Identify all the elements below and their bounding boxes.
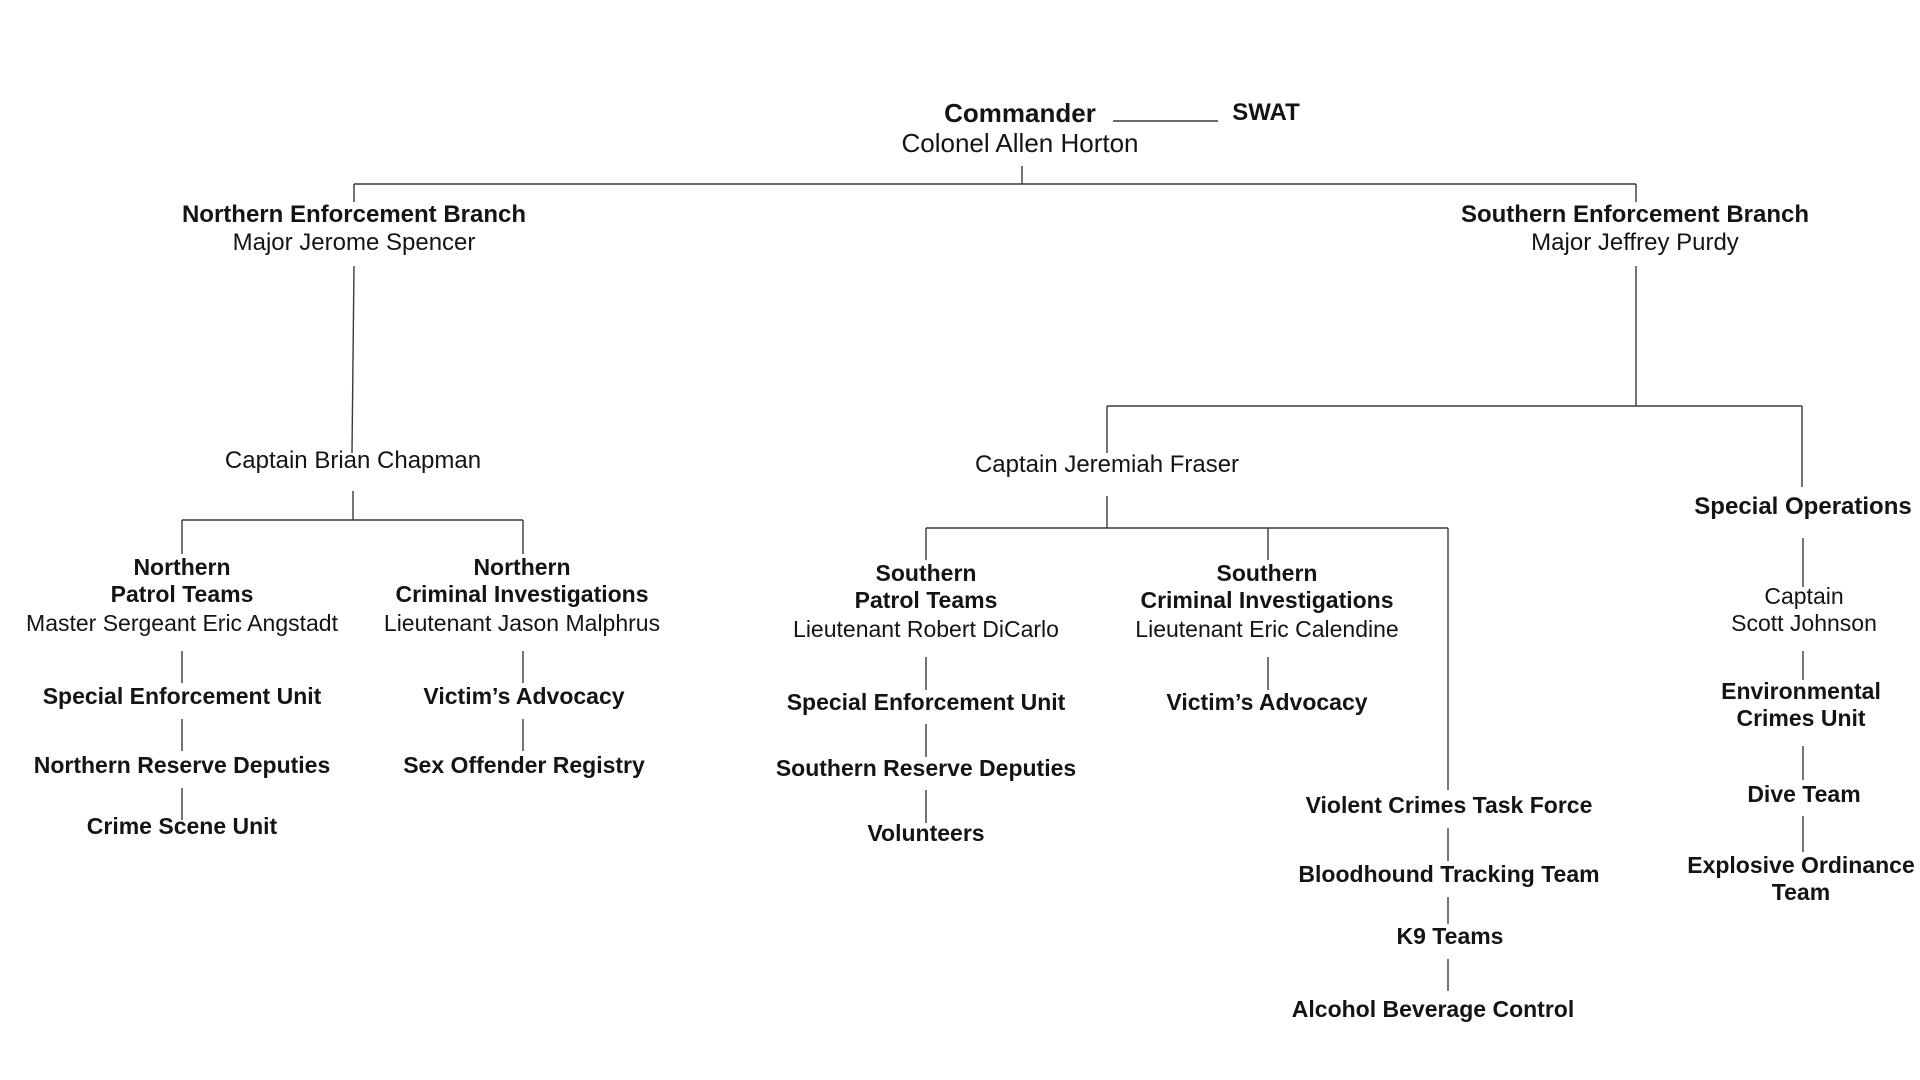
northern-branch-line-1: Major Jerome Spencer	[233, 229, 476, 256]
northern-patrol-line-0: Northern	[133, 554, 230, 580]
node-sex-offender: Sex Offender Registry	[403, 752, 645, 778]
edge-southern-branch-children	[1106, 266, 1803, 487]
south-seu-line-0: Special Enforcement Unit	[787, 689, 1066, 715]
edge-fraser-children	[925, 496, 1449, 790]
northern-cid-line-1: Criminal Investigations	[395, 581, 648, 607]
node-south-reserve: Southern Reserve Deputies	[776, 755, 1076, 781]
node-north-reserve: Northern Reserve Deputies	[34, 752, 331, 778]
node-captain-fraser: Captain Jeremiah Fraser	[975, 451, 1239, 478]
south-reserve-line-0: Southern Reserve Deputies	[776, 755, 1076, 781]
node-crime-scene: Crime Scene Unit	[87, 813, 278, 839]
dive-line-0: Dive Team	[1747, 781, 1860, 807]
environmental-line-0: Environmental	[1721, 678, 1881, 704]
node-north-victims: Victim’s Advocacy	[423, 683, 624, 709]
alcohol-line-0: Alcohol Beverage Control	[1292, 996, 1574, 1022]
southern-cid-line-1: Criminal Investigations	[1140, 587, 1393, 613]
north-victims-line-0: Victim’s Advocacy	[423, 683, 624, 709]
node-south-victims: Victim’s Advocacy	[1166, 689, 1367, 715]
captain-chapman-line-0: Captain Brian Chapman	[225, 447, 481, 474]
node-special-operations: Special Operations	[1694, 493, 1911, 520]
northern-cid-line-0: Northern	[473, 554, 570, 580]
northern-patrol-line-1: Patrol Teams	[111, 581, 254, 607]
node-bloodhound: Bloodhound Tracking Team	[1298, 861, 1599, 887]
edge-chapman-children	[181, 491, 524, 554]
northern-patrol-line-2: Master Sergeant Eric Angstadt	[26, 610, 339, 636]
violent-crimes-line-0: Violent Crimes Task Force	[1306, 792, 1593, 818]
node-k9: K9 Teams	[1397, 923, 1504, 949]
southern-patrol-line-1: Patrol Teams	[855, 587, 998, 613]
node-south-seu: Special Enforcement Unit	[787, 689, 1066, 715]
volunteers-line-0: Volunteers	[867, 820, 984, 846]
southern-patrol-line-0: Southern	[876, 560, 977, 586]
swat-line-0: SWAT	[1232, 99, 1300, 126]
captain-johnson-line-0: Captain	[1764, 583, 1843, 609]
explosive-line-0: Explosive Ordinance	[1687, 852, 1915, 878]
south-victims-line-0: Victim’s Advocacy	[1166, 689, 1367, 715]
environmental-line-1: Crimes Unit	[1736, 705, 1865, 731]
node-north-seu: Special Enforcement Unit	[43, 683, 322, 709]
edge-commander-branches	[353, 166, 1637, 202]
southern-cid-line-2: Lieutenant Eric Calendine	[1135, 616, 1398, 642]
node-violent-crimes: Violent Crimes Task Force	[1306, 792, 1593, 818]
commander-line-0: Commander	[944, 98, 1096, 128]
node-alcohol: Alcohol Beverage Control	[1292, 996, 1574, 1022]
sex-offender-line-0: Sex Offender Registry	[403, 752, 645, 778]
north-reserve-line-0: Northern Reserve Deputies	[34, 752, 331, 778]
commander-line-1: Colonel Allen Horton	[901, 128, 1138, 158]
southern-branch-line-0: Southern Enforcement Branch	[1461, 201, 1809, 228]
captain-johnson-line-1: Scott Johnson	[1731, 610, 1877, 636]
southern-cid-line-0: Southern	[1217, 560, 1318, 586]
node-volunteers: Volunteers	[867, 820, 984, 846]
k9-line-0: K9 Teams	[1397, 923, 1504, 949]
explosive-line-1: Team	[1772, 879, 1830, 905]
north-seu-line-0: Special Enforcement Unit	[43, 683, 322, 709]
southern-patrol-line-2: Lieutenant Robert DiCarlo	[793, 616, 1059, 642]
special-operations-line-0: Special Operations	[1694, 493, 1911, 520]
connector-lines	[181, 120, 1804, 991]
node-captain-chapman: Captain Brian Chapman	[225, 447, 481, 474]
node-swat: SWAT	[1232, 99, 1300, 126]
crime-scene-line-0: Crime Scene Unit	[87, 813, 278, 839]
northern-branch-line-0: Northern Enforcement Branch	[182, 201, 526, 228]
edge-northern-branch-chapman	[351, 265, 355, 454]
node-dive: Dive Team	[1747, 781, 1860, 807]
bloodhound-line-0: Bloodhound Tracking Team	[1298, 861, 1599, 887]
northern-cid-line-2: Lieutenant Jason Malphrus	[384, 610, 660, 636]
southern-branch-line-1: Major Jeffrey Purdy	[1531, 229, 1739, 256]
captain-fraser-line-0: Captain Jeremiah Fraser	[975, 451, 1239, 478]
